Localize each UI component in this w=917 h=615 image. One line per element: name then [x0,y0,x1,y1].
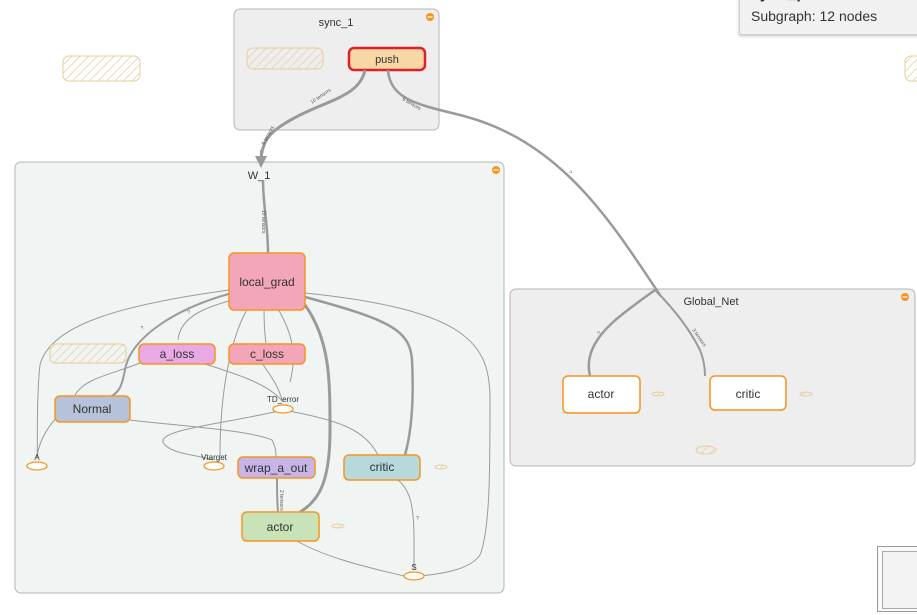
collapsed-dot [331,523,345,529]
minimap-viewport[interactable] [882,551,917,609]
node-a-placeholder[interactable]: A [26,453,48,471]
a-loss-label: a_loss [160,347,195,361]
node-s-placeholder[interactable]: S [403,563,425,581]
td-error-label: TD_error [267,395,299,404]
collapsed-dot [434,464,448,470]
node-normal[interactable]: Normal [54,395,131,423]
critic-label: critic [370,460,395,474]
group-global-label: Global_Net [683,296,738,308]
node-c-loss[interactable]: c_loss [228,343,306,365]
collapsed-series-node-right[interactable] [904,55,917,82]
collapsed-dot [799,391,813,397]
s-label: S [411,563,416,572]
edge-label: 10 tensors [260,210,266,234]
edge-label: 2 tensors [278,490,284,511]
edges [36,69,706,577]
normal-label: Normal [73,402,112,416]
edge-label: ? [416,516,419,522]
minimap[interactable] [877,546,917,612]
a-label: A [34,453,40,462]
collapsed-node[interactable] [246,47,324,70]
info-panel-subtitle: Subgraph: 12 nodes [751,8,878,24]
edge-push-to-global [386,69,662,296]
node-a-loss[interactable]: a_loss [138,343,216,365]
collapsed-node[interactable] [49,343,127,364]
group-sync-label: sync_1 [319,17,354,29]
node-global-critic[interactable]: critic [709,375,787,411]
node-actor[interactable]: actor [241,511,320,542]
node-wrap-a-out[interactable]: wrap_a_out [237,456,316,479]
edge-push-to-worker [259,69,367,161]
c-loss-label: c_loss [250,347,284,361]
node-local-grad[interactable]: local_grad [228,252,306,311]
edge-label: ? [187,309,192,316]
edge-label: ? [597,330,604,336]
edge-global-critic [654,289,706,377]
local-grad-label: local_grad [239,275,294,289]
edge-into-local-grad [261,179,270,254]
global-critic-label: critic [736,387,761,401]
push-node-label: push [375,54,399,66]
wrap-a-out-label: wrap_a_out [244,461,308,475]
edge-label: ? [140,325,146,332]
node-critic[interactable]: critic [343,454,421,481]
global-actor-label: actor [588,387,615,401]
collapsed-series-node[interactable] [62,55,141,82]
push-node[interactable] [347,46,427,72]
node-td-error[interactable]: TD_error [267,395,299,414]
actor-label: actor [267,520,294,534]
collapsed-placeholder [695,445,717,455]
info-panel: sync_push Subgraph: 12 nodes [739,0,917,35]
node-vtarget[interactable]: Vtarget [201,453,228,471]
node-global-actor[interactable]: actor [562,375,641,414]
edge-global-actor [587,288,656,377]
group-sync[interactable]: sync_1 push [233,8,440,131]
group-worker-label: W_1 [248,170,271,182]
collapsed-dot [651,391,665,397]
edge-label: ? [566,170,573,176]
vtarget-label: Vtarget [201,453,228,462]
info-panel-title: sync_push [751,0,835,3]
